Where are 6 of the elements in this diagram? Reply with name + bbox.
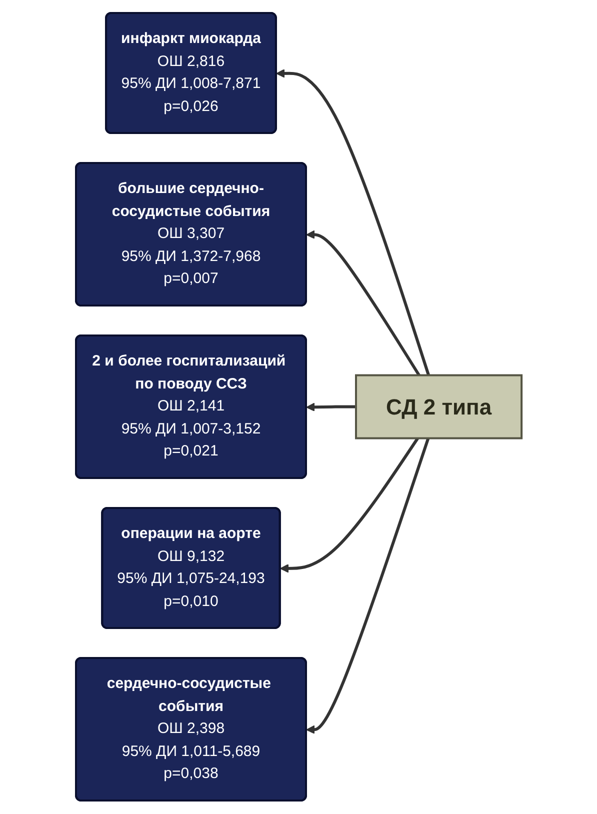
arrow — [306, 438, 430, 734]
node-box: СД 2 типа — [354, 374, 522, 440]
arrow — [306, 402, 356, 412]
arrow — [280, 438, 419, 574]
arrow — [276, 69, 430, 376]
arrow — [306, 230, 420, 376]
